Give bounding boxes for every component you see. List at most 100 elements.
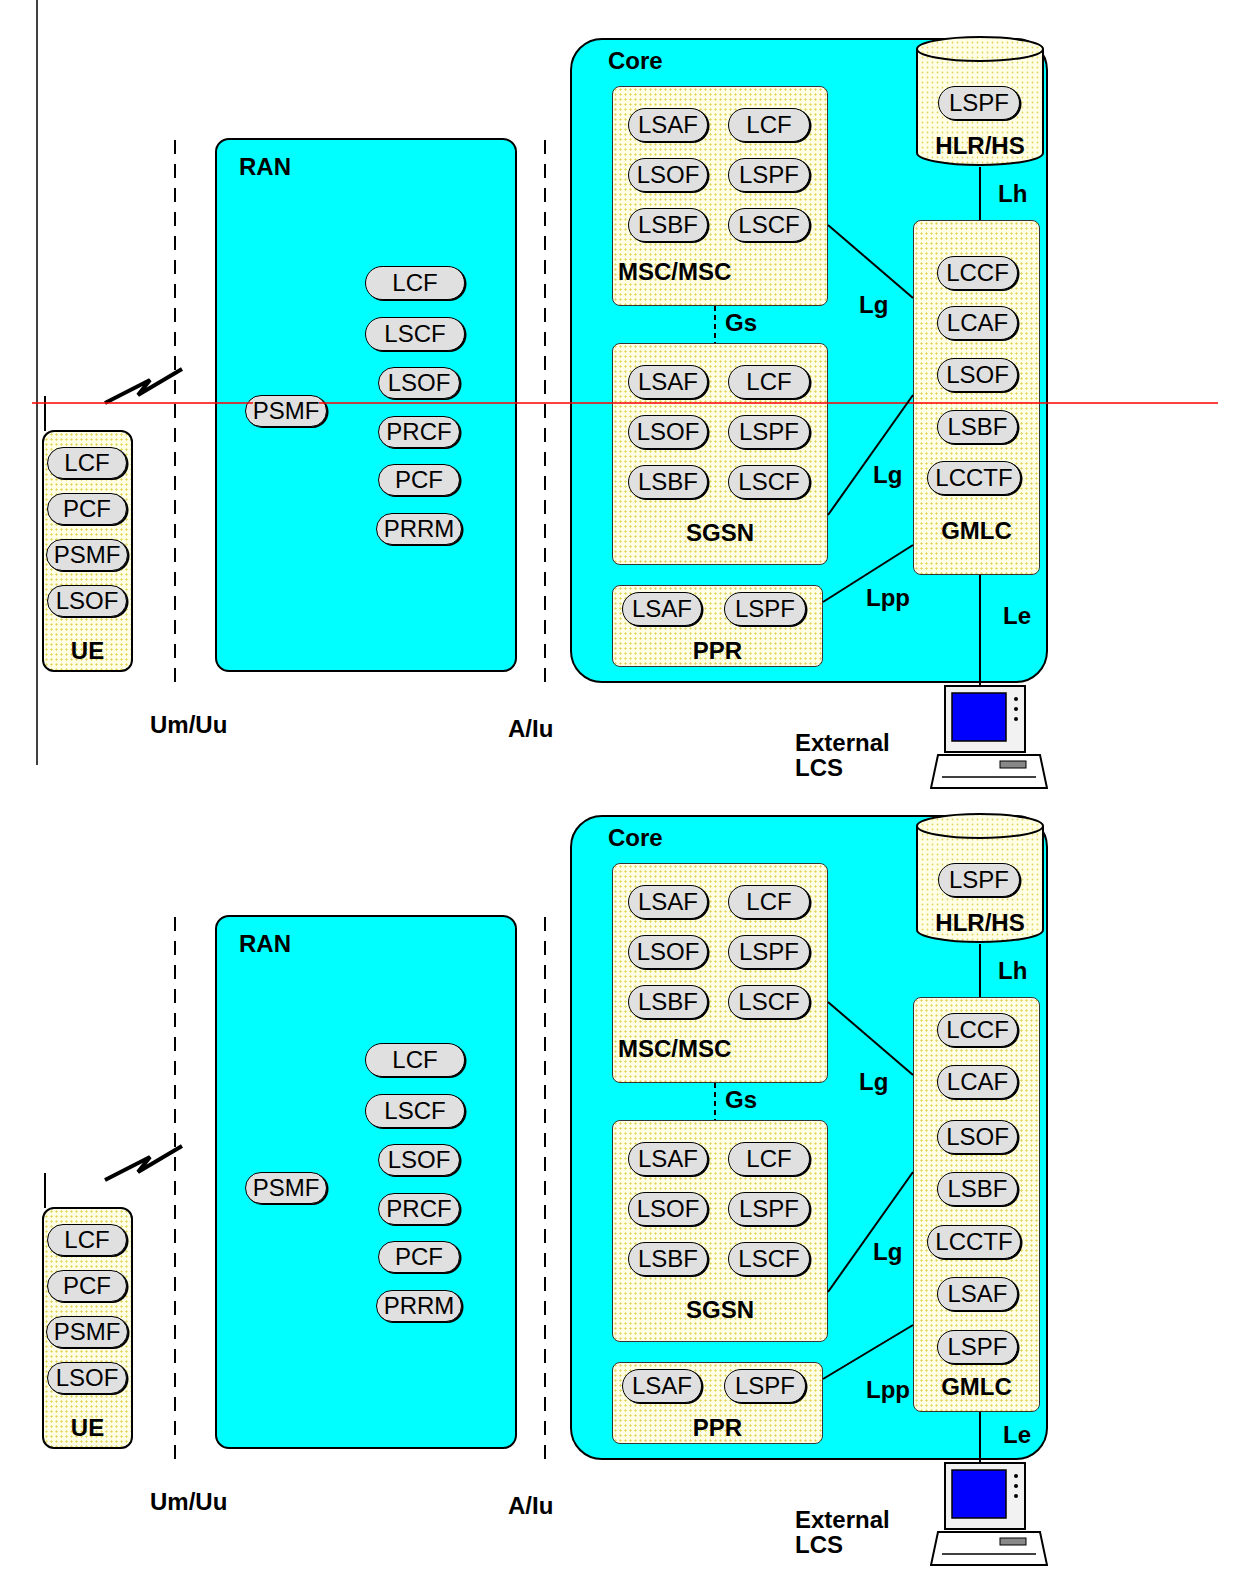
function-label: LSPF — [739, 419, 799, 445]
function-oval: LSOF — [378, 367, 460, 399]
function-label: LSAF — [947, 1281, 1007, 1307]
function-label: LSAF — [632, 1373, 692, 1399]
function-oval: LSPF — [728, 935, 810, 969]
function-label: LCCF — [946, 260, 1009, 286]
function-oval: LCF — [728, 1142, 810, 1176]
network-element-box: GMLCLCCFLCAFLSOFLSBFLCCTFLSAFLSPF — [913, 997, 1040, 1412]
interface-label: Lg — [858, 1069, 889, 1095]
function-oval: PCF — [378, 464, 460, 496]
function-label: LCF — [746, 889, 791, 915]
function-oval: LSCF — [728, 208, 810, 242]
function-oval: LSCF — [365, 317, 465, 351]
function-label: PCF — [63, 496, 111, 522]
function-oval: PCF — [47, 493, 127, 525]
box-title: Core — [608, 825, 663, 851]
box-title: SGSN — [613, 1297, 827, 1323]
function-label: LSOF — [56, 588, 119, 614]
function-label: LSPF — [739, 1196, 799, 1222]
function-label: LSCF — [384, 321, 445, 347]
function-label: PRRM — [384, 516, 455, 542]
function-label: LSOF — [637, 162, 700, 188]
function-oval: PRRM — [376, 1290, 463, 1322]
function-oval: LSOF — [628, 158, 708, 192]
box-title: HLR/HS — [915, 133, 1045, 159]
antenna — [44, 1173, 46, 1208]
function-label: PRCF — [386, 1196, 451, 1222]
function-oval: LSAF — [622, 1369, 702, 1403]
function-oval: PRCF — [378, 416, 460, 448]
function-oval: PRCF — [378, 1193, 460, 1225]
function-label: LCF — [64, 1227, 109, 1253]
function-oval: PSMF — [46, 539, 129, 571]
function-oval: LCF — [47, 447, 127, 479]
function-label: LSPF — [949, 867, 1009, 893]
function-label: LSBF — [638, 469, 698, 495]
function-label: LCF — [746, 112, 791, 138]
box-title: UE — [44, 638, 131, 664]
core-network-box: CoreMSC/MSC LSAF LCF LSOF LSPF LSBF LSCF SGSN LS… — [570, 815, 1048, 1460]
function-oval: LSAF — [937, 1277, 1018, 1311]
function-label: LSCF — [738, 212, 799, 238]
air-interface-label: Um/Uu — [150, 1489, 227, 1515]
computer-icon — [930, 1462, 1048, 1567]
function-label: LSOF — [946, 362, 1009, 388]
function-oval: LSOF — [628, 935, 708, 969]
function-oval: LCCTF — [927, 461, 1020, 495]
box-title: GMLC — [914, 1374, 1039, 1400]
function-label: LSBF — [947, 1176, 1007, 1202]
interface-divider — [174, 140, 176, 690]
radio-bolt — [105, 1146, 182, 1180]
box-title: Core — [608, 48, 663, 74]
air-interface-label: A/Iu — [508, 716, 553, 742]
core-network-box: CoreMSC/MSCLSAFLCFLSOFLSPFLSBFLSCFSGSNLS… — [570, 38, 1048, 683]
function-oval: LCF — [47, 1224, 127, 1256]
function-oval: PCF — [47, 1270, 127, 1302]
function-label: LSPF — [949, 90, 1009, 116]
external-client: External LCS — [790, 1462, 1048, 1567]
function-label: LSBF — [947, 414, 1007, 440]
function-oval: LCCF — [937, 256, 1018, 290]
function-label: PSMF — [253, 1175, 320, 1201]
function-label: PSMF — [54, 542, 121, 568]
antenna — [44, 396, 46, 431]
box-title: RAN — [239, 154, 291, 180]
function-oval: LSBF — [628, 1242, 708, 1276]
function-label: PSMF — [253, 398, 320, 424]
function-label: LSOF — [388, 1147, 451, 1173]
function-label: PRCF — [386, 419, 451, 445]
network-element-box: MSC/MSCLSAFLCFLSOFLSPFLSBFLSCF — [612, 86, 828, 306]
box-title: PPR — [613, 638, 822, 664]
function-oval: LSOF — [937, 358, 1018, 392]
box-title: SGSN — [613, 520, 827, 546]
margin-bar — [36, 0, 38, 765]
function-oval: LSAF — [622, 592, 702, 626]
network-element-box: PPRLSAFLSPF — [612, 585, 823, 667]
client-label: External LCS — [795, 730, 920, 780]
function-label: PSMF — [54, 1319, 121, 1345]
function-label: LSAF — [638, 1146, 698, 1172]
function-label: PCF — [63, 1273, 111, 1299]
function-label: LSAF — [638, 112, 698, 138]
interface-label: Lg — [872, 462, 903, 488]
function-label: LSOF — [637, 939, 700, 965]
device-box: UELCFPCFPSMFLSOF — [42, 1207, 133, 1449]
function-oval: LSBF — [937, 1172, 1018, 1206]
function-oval: LSPF — [938, 86, 1020, 120]
function-oval: LSAF — [628, 365, 708, 399]
function-label: LSBF — [638, 1246, 698, 1272]
box-title: GMLC — [914, 518, 1039, 544]
function-oval: LSPF — [724, 1369, 806, 1403]
box-title: MSC/MSC — [618, 1036, 731, 1062]
function-oval: LSAF — [628, 1142, 708, 1176]
function-label: LCF — [392, 1047, 437, 1073]
function-label: LCF — [64, 450, 109, 476]
red-marker-line — [32, 402, 1218, 404]
function-oval: LSPF — [728, 1192, 810, 1226]
function-oval: LCCF — [937, 1013, 1018, 1047]
function-oval: PSMF — [245, 395, 328, 427]
function-oval: LCAF — [937, 1065, 1018, 1099]
interface-divider — [544, 917, 546, 1467]
interface-connector — [979, 575, 981, 685]
function-oval: LSCF — [728, 985, 810, 1019]
